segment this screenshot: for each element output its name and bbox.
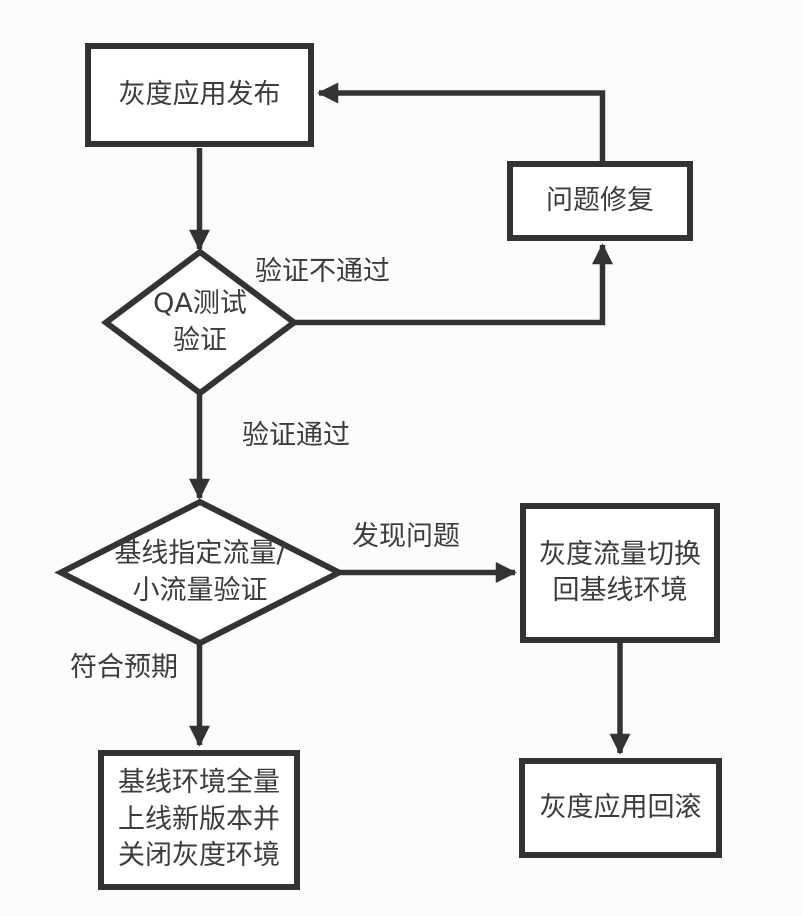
edge-label-verify-fail: 验证不通过 bbox=[255, 256, 390, 287]
edge-label-verify-pass: 验证通过 bbox=[242, 420, 350, 451]
node-issue-fix: 问题修复 bbox=[507, 161, 693, 241]
node-switch-back: 灰度流量切换 回基线环境 bbox=[520, 503, 720, 643]
edge-label-issue-found: 发现问题 bbox=[352, 521, 460, 552]
node-rollback: 灰度应用回滚 bbox=[519, 758, 722, 858]
traffic-decision-diamond bbox=[54, 498, 346, 647]
node-gray-release: 灰度应用发布 bbox=[85, 43, 314, 147]
edge-label-as-expected: 符合预期 bbox=[70, 652, 178, 683]
node-full-release: 基线环境全量 上线新版本并 关闭灰度环境 bbox=[98, 750, 300, 890]
edge-qa-fail-to-fix bbox=[294, 243, 613, 326]
edge-fix-to-release bbox=[317, 82, 606, 161]
qa-decision-diamond bbox=[101, 248, 299, 397]
